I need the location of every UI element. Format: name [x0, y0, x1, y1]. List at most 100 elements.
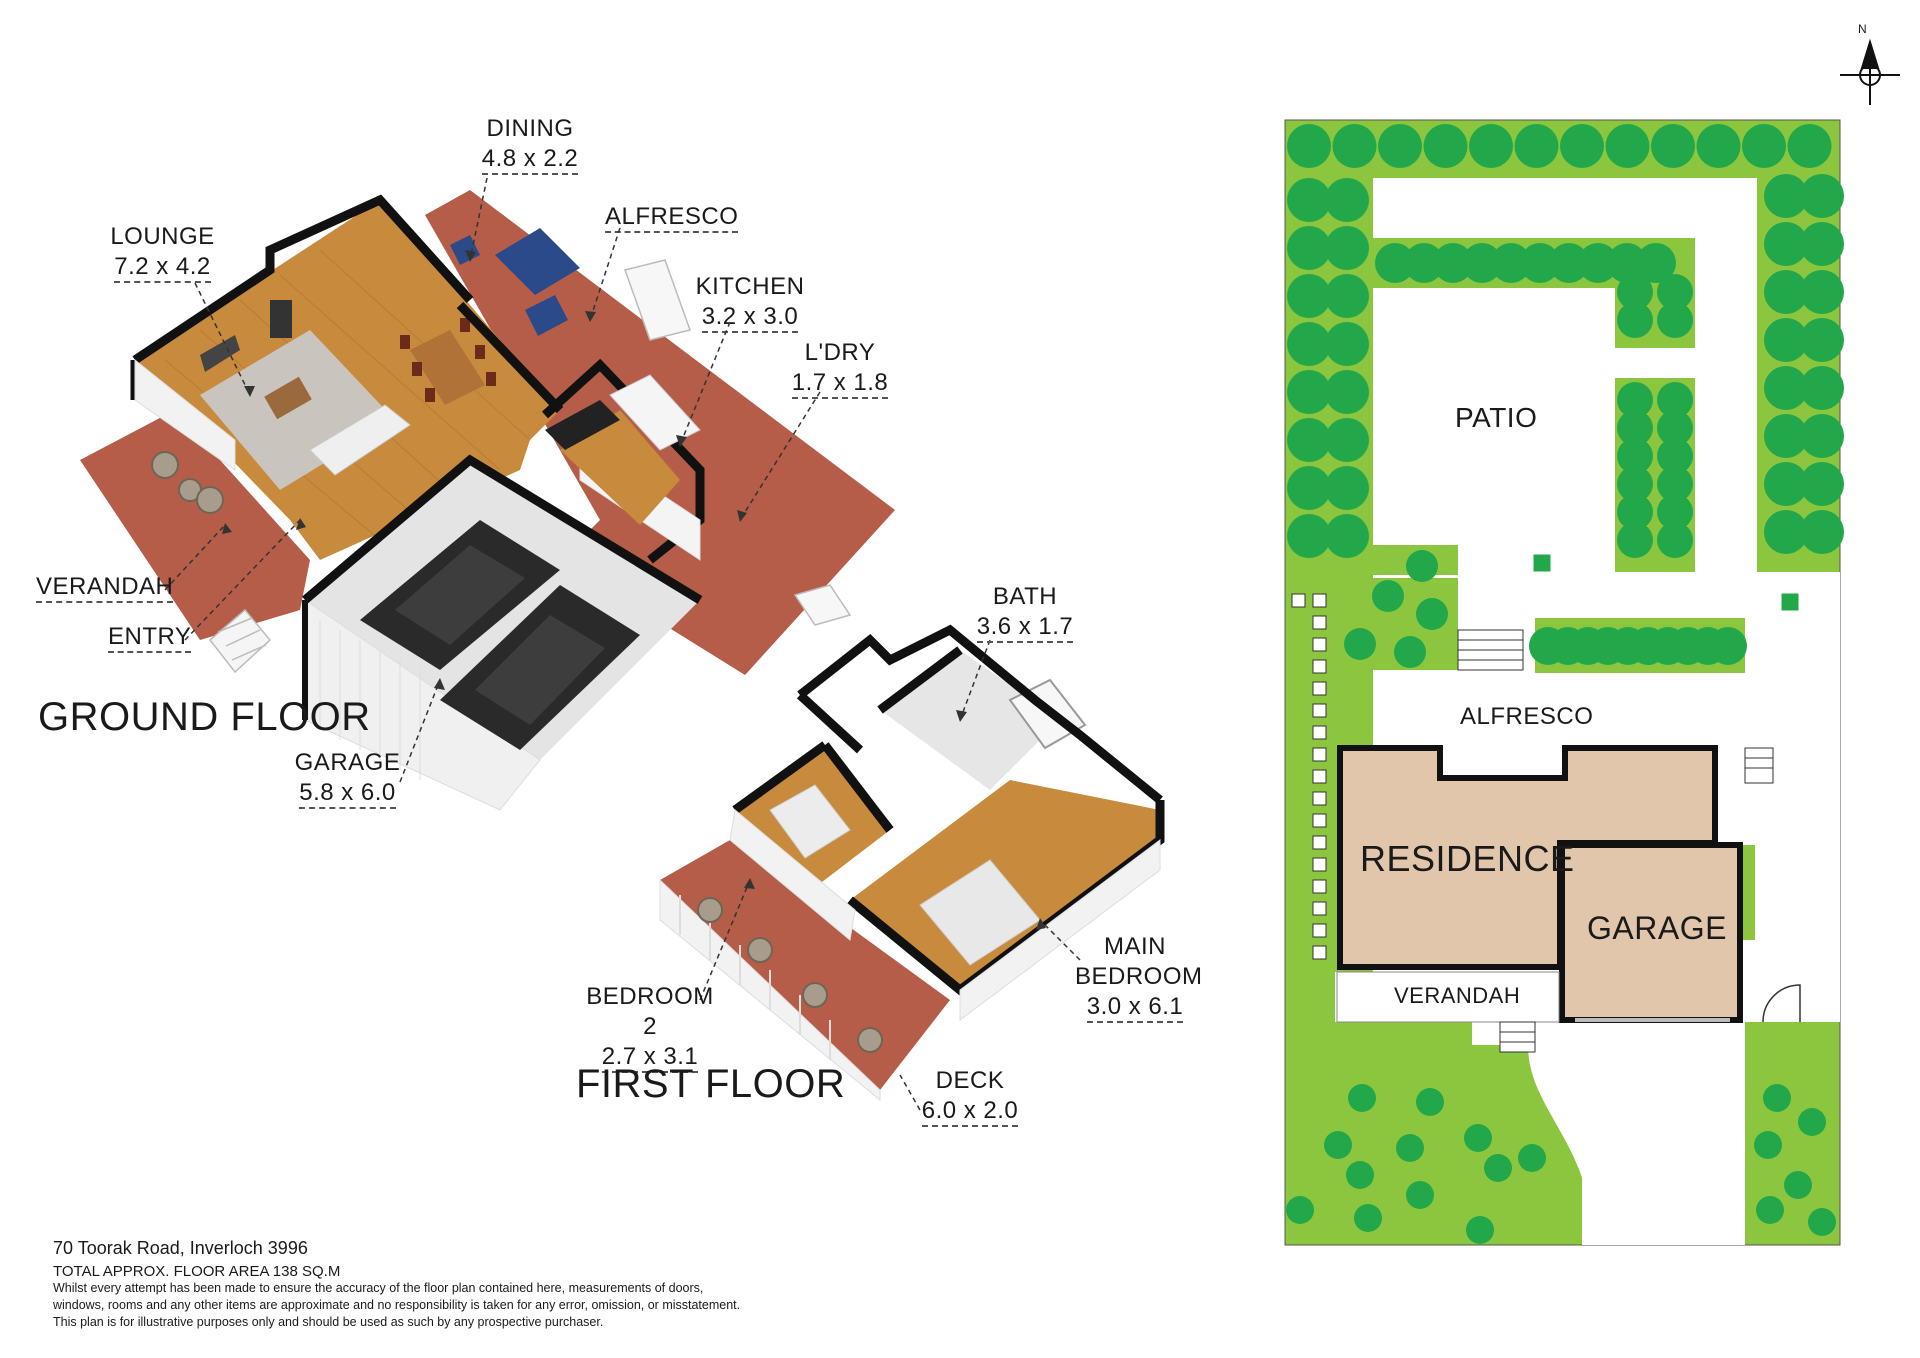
kitchen-floor: [560, 410, 680, 525]
hedge-tree: [1287, 370, 1331, 414]
dining-table: [410, 330, 485, 405]
footer-address: 70 Toorak Road, Inverloch 3996: [53, 1238, 308, 1258]
label-kitchen: KITCHEN 3.2 x 3.0: [690, 272, 810, 333]
hedge-tree: [1287, 418, 1331, 462]
hedge-tree: [1800, 366, 1844, 410]
stepping-stone: [1312, 725, 1327, 740]
hedge-tree: [1484, 1154, 1512, 1182]
garage-cars: [360, 520, 640, 750]
hedge-tree: [1800, 462, 1844, 506]
hedge-tree: [1617, 438, 1653, 474]
hedge-tree: [1617, 274, 1653, 310]
footer-disclaimer-2: windows, rooms and any other items are a…: [53, 1298, 741, 1312]
hedge-tree: [1287, 274, 1331, 318]
stepping-stone: [1312, 901, 1327, 916]
hedge-tree: [1651, 124, 1695, 168]
hedge-tree: [1462, 243, 1502, 283]
north-label: N: [1858, 22, 1867, 36]
hedge-tree: [1520, 243, 1560, 283]
hedge-tree: [1657, 466, 1693, 502]
label-laundry: L'DRY 1.7 x 1.8: [780, 338, 900, 399]
hedge-tree: [1800, 318, 1844, 362]
stepping-stone: [1312, 769, 1327, 784]
hedge-tree: [1657, 302, 1693, 338]
stepping-stone: [1312, 637, 1327, 652]
stepping-stone: [1312, 659, 1327, 674]
site-label-patio: PATIO: [1455, 402, 1538, 433]
hedge-tree: [1578, 243, 1618, 283]
hedge-tree: [1617, 410, 1653, 446]
hedge-tree: [1491, 243, 1531, 283]
hedge-tree: [1636, 243, 1676, 283]
north-arrow: [1840, 38, 1900, 105]
stepping-stone: [1312, 835, 1327, 850]
hedge-tree: [1617, 382, 1653, 418]
hedge-tree: [1607, 243, 1647, 283]
hedge-tree: [1406, 550, 1438, 582]
hedge-tree: [1416, 598, 1448, 630]
hedge-tree: [1787, 124, 1832, 168]
stepping-stone: [1312, 681, 1327, 696]
hedge-tree: [1354, 1204, 1382, 1232]
stepping-stone: [1312, 923, 1327, 938]
label-dining: DINING 4.8 x 2.2: [470, 114, 590, 175]
hedge-tree: [1657, 522, 1693, 558]
hedge-tree: [1464, 1124, 1492, 1152]
hedge-tree: [1800, 222, 1844, 266]
site-label-alfresco: ALFRESCO: [1460, 703, 1594, 730]
label-alfresco: ALFRESCO: [605, 202, 739, 233]
hedge-tree: [1332, 124, 1377, 168]
hedge-tree: [1696, 124, 1741, 168]
label-deck: DECK 6.0 x 2.0: [915, 1066, 1025, 1127]
label-garage: GARAGE 5.8 x 6.0: [290, 748, 405, 809]
ground-floor-title: GROUND FLOOR: [38, 695, 371, 739]
hedge-tree: [1742, 124, 1786, 168]
hedge-tree: [1325, 226, 1369, 270]
hedge-tree: [1518, 1144, 1546, 1172]
hedge-tree: [1764, 174, 1808, 218]
hedge-tree: [1469, 124, 1513, 168]
hedge-tree: [1325, 178, 1369, 222]
stepping-stone: [1291, 593, 1306, 608]
hedge-tree: [1560, 124, 1604, 168]
hedge-tree: [1764, 414, 1808, 458]
hedge-tree: [1800, 270, 1844, 314]
hedge-tree: [1764, 318, 1808, 362]
hedge-tree: [1754, 1131, 1782, 1159]
hedge-tree: [1396, 1134, 1424, 1162]
hedge-tree: [1784, 1171, 1812, 1199]
hedge-tree: [1800, 510, 1844, 554]
hedge-tree: [1416, 1088, 1444, 1116]
hedge-tree: [1756, 1196, 1784, 1224]
hedge-tree: [1325, 370, 1369, 414]
label-verandah: VERANDAH: [36, 572, 174, 603]
site-label-verandah: VERANDAH: [1394, 983, 1521, 1008]
hedge-tree: [1344, 628, 1376, 660]
hedge-tree: [1617, 302, 1653, 338]
hedge-tree: [1617, 494, 1653, 530]
hedge-tree: [1800, 414, 1844, 458]
hedge-tree: [1325, 418, 1369, 462]
hedge-tree: [1287, 466, 1331, 510]
hedge-tree: [1514, 124, 1559, 168]
hedge-tree: [1325, 274, 1369, 318]
hedge-tree: [1764, 270, 1808, 314]
hedge-tree: [1764, 510, 1808, 554]
hedge-tree: [1286, 1196, 1314, 1224]
hedge-tree: [1423, 124, 1468, 168]
hedge-tree: [1709, 627, 1747, 665]
stepping-stone: [1312, 879, 1327, 894]
residence-footprint: [1337, 745, 1718, 970]
hedge-tree: [1287, 124, 1331, 168]
hedge-tree: [1287, 322, 1331, 366]
hedge-tree: [1287, 226, 1331, 270]
stepping-stone: [1312, 813, 1327, 828]
hedge-tree: [1325, 322, 1369, 366]
hedge-tree: [1324, 1131, 1352, 1159]
hedge-tree: [1325, 466, 1369, 510]
hedge-tree: [1764, 462, 1808, 506]
hedge-tree: [1764, 366, 1808, 410]
hedge-tree: [1657, 410, 1693, 446]
hedge-tree: [1378, 124, 1422, 168]
